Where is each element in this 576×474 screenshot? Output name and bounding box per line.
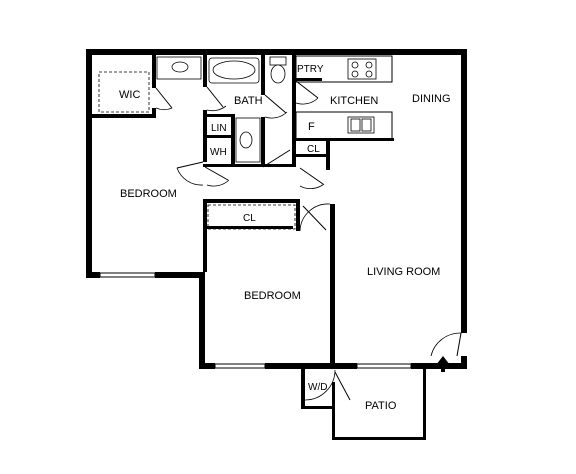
- living-room-label: LIVING ROOM: [367, 266, 440, 278]
- wic-label: WIC: [119, 89, 140, 101]
- linen-closet-label: LIN: [211, 123, 227, 134]
- room-labels: WIC BATH PTRY KITCHEN DINING LIN F WH CL…: [119, 64, 451, 412]
- entry-arrow-icon: [436, 356, 450, 372]
- patio-label: PATIO: [365, 400, 397, 412]
- pantry-label: PTRY: [297, 64, 324, 75]
- bedroom-2-label: BEDROOM: [244, 290, 301, 302]
- exterior-walls: [86, 49, 467, 440]
- fixtures: [156, 56, 377, 163]
- washer-dryer-label: W/D: [308, 382, 327, 393]
- fridge-label: F: [308, 121, 315, 133]
- hall-closet-label: CL: [307, 144, 320, 155]
- dining-label: DINING: [412, 93, 451, 105]
- water-heater-label: WH: [210, 147, 227, 158]
- bedroom-2-closet-label: CL: [243, 213, 256, 224]
- bath-label: BATH: [234, 95, 263, 107]
- bedroom-1-label: BEDROOM: [120, 188, 177, 200]
- windows: [99, 272, 412, 369]
- doors: [155, 80, 462, 401]
- kitchen-label: KITCHEN: [330, 95, 378, 107]
